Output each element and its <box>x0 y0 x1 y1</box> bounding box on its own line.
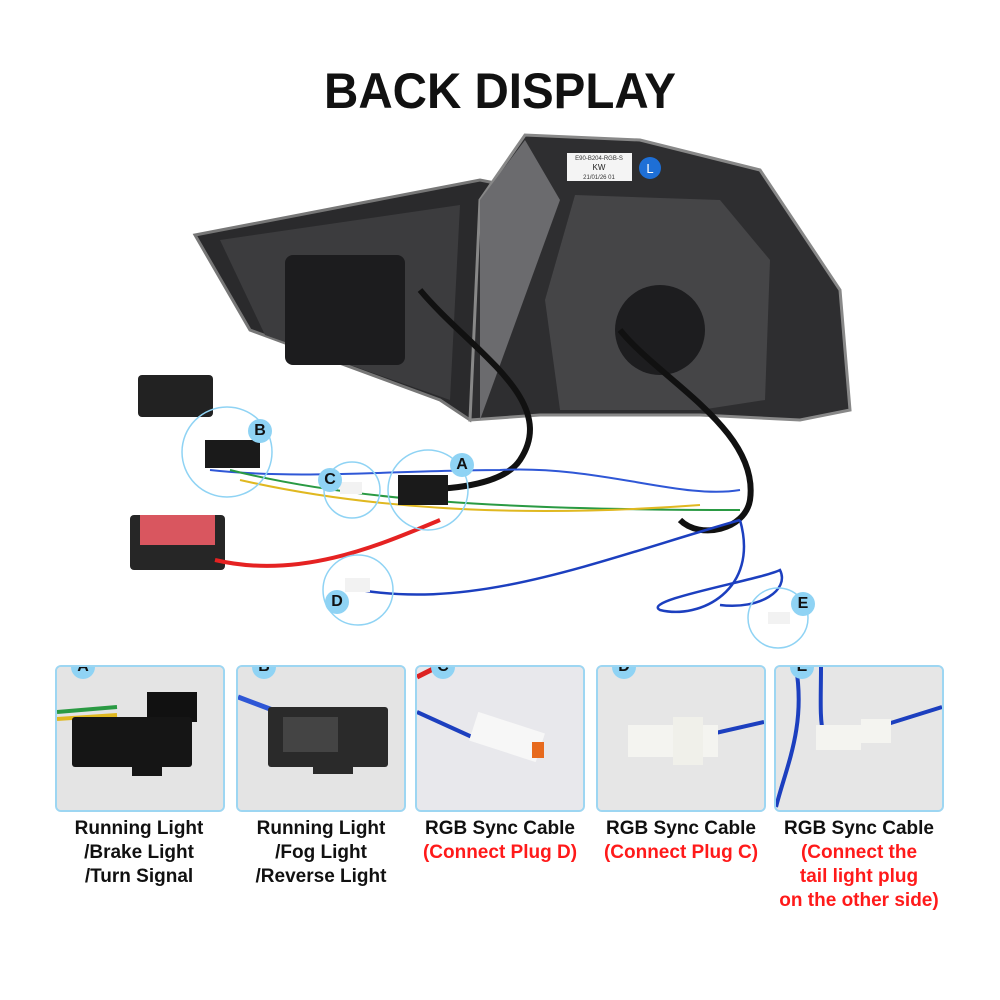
caption-line: /Turn Signal <box>84 866 194 887</box>
caption-note: tail light plug <box>799 866 919 887</box>
panel-e: E <box>774 665 944 812</box>
caption-line: /Brake Light <box>84 842 194 863</box>
plug-e <box>768 612 790 624</box>
load-resistor-module <box>138 375 213 417</box>
callout-d: D <box>325 590 349 614</box>
page-title: BACK DISPLAY <box>324 63 676 119</box>
panel-b: B <box>236 665 406 812</box>
caption-line: /Fog Light <box>275 842 367 863</box>
svg-text:21/01/26 01: 21/01/26 01 <box>583 175 615 181</box>
panel-d: D <box>596 665 766 812</box>
panel-badge: C <box>431 667 455 679</box>
callout-a: A <box>450 453 474 477</box>
caption-c: RGB Sync Cable (Connect Plug D) <box>405 817 595 865</box>
caption-note: (Connect Plug D) <box>422 842 578 863</box>
caption-line: RGB Sync Cable <box>606 818 756 839</box>
callout-e: E <box>791 592 815 616</box>
plug-d <box>345 578 370 592</box>
plug-c <box>340 482 362 494</box>
caption-b: Running Light /Fog Light /Reverse Light <box>226 817 416 889</box>
panel-badge: E <box>790 667 814 679</box>
caption-note: on the other side) <box>779 890 939 911</box>
panel-badge: B <box>252 667 276 679</box>
tail-light-product-photo: E90-B204-RGB-S KW 21/01/26 01 L <box>0 120 1000 650</box>
caption-d: RGB Sync Cable (Connect Plug C) <box>586 817 776 865</box>
panel-c: C <box>415 665 585 812</box>
svg-text:E90-B204-RGB-S: E90-B204-RGB-S <box>575 156 623 162</box>
label-sticker <box>567 153 632 181</box>
panel-badge: A <box>71 667 95 679</box>
caption-line: RGB Sync Cable <box>784 818 934 839</box>
caption-note: (Connect the <box>800 842 918 863</box>
svg-text:L: L <box>646 161 653 176</box>
callout-c: C <box>318 468 342 492</box>
caption-e: RGB Sync Cable (Connect the tail light p… <box>764 817 954 913</box>
connector-b <box>205 440 260 468</box>
caption-line: /Reverse Light <box>255 866 387 887</box>
svg-text:KW: KW <box>593 163 606 172</box>
caption-a: Running Light /Brake Light /Turn Signal <box>44 817 234 889</box>
caption-line: Running Light <box>74 818 204 839</box>
caption-line: RGB Sync Cable <box>425 818 575 839</box>
panel-a: A <box>55 665 225 812</box>
caption-line: Running Light <box>256 818 386 839</box>
connector-a <box>398 475 448 505</box>
callout-b: B <box>248 419 272 443</box>
panel-badge: D <box>612 667 636 679</box>
caption-note: (Connect Plug C) <box>603 842 759 863</box>
